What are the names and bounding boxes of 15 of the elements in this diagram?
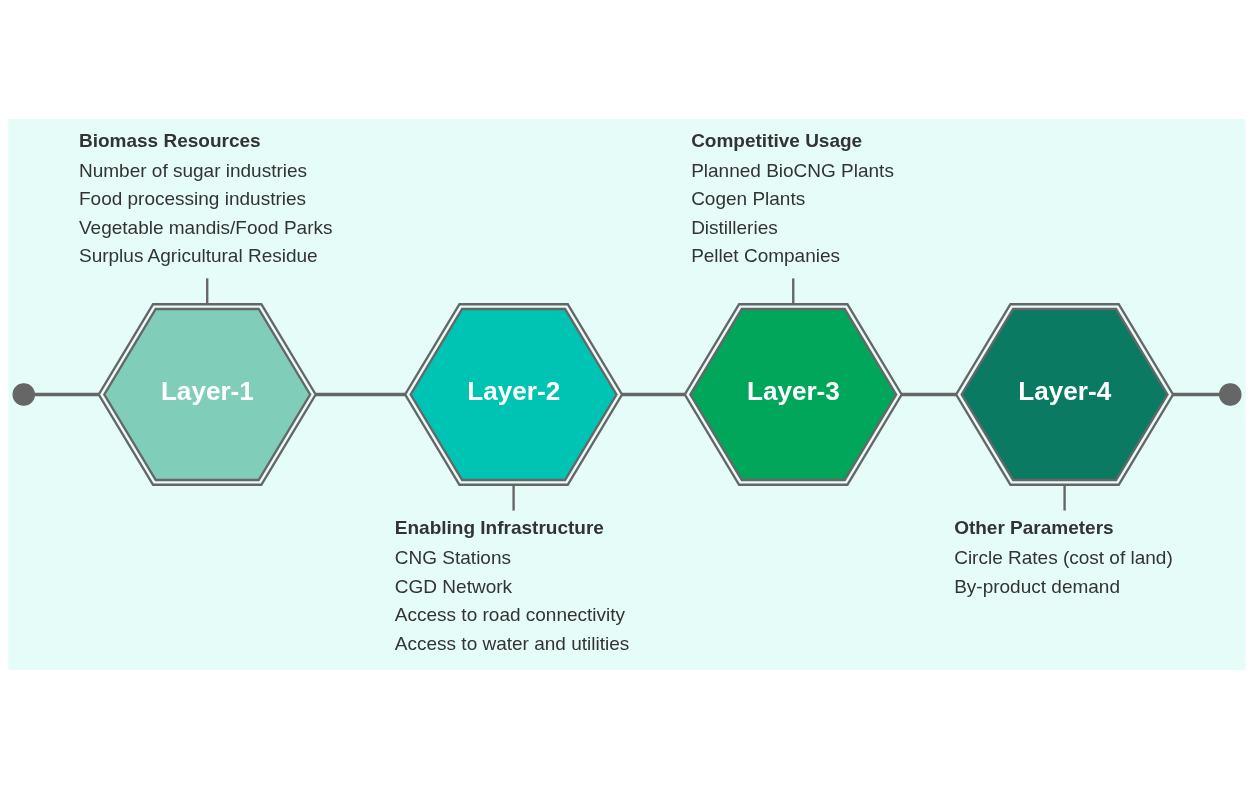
connector [622, 392, 685, 397]
connector [34, 392, 99, 397]
connector [512, 485, 515, 511]
node-circle [1218, 383, 1242, 406]
connector [315, 392, 406, 397]
connector [1063, 485, 1066, 511]
connector [1172, 392, 1220, 397]
connector [206, 278, 209, 305]
node-text: Enabling Infrastructure CNG Stations CGD Network Access to road connectivity Access to water and utilities [394, 517, 630, 654]
node-text: Other Parameters Circle Rates (cost of land) By-product demand [954, 517, 1173, 597]
connector [792, 278, 795, 305]
node-circle [12, 383, 36, 406]
node-text: Biomass Resources Number of sugar industries Food processing industries Vegetable mandis/Food Parks Surplus Agricultural Residue [78, 130, 333, 267]
connector [901, 392, 957, 397]
node-text: Competitive Usage Planned BioCNG Plants Cogen Plants Distilleries Pellet Companies [691, 130, 894, 267]
